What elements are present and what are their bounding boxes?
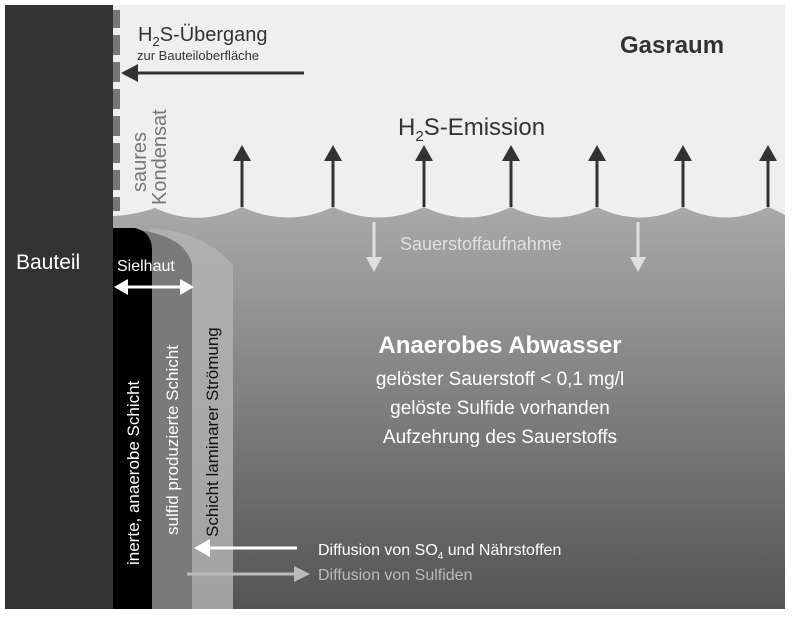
h2s-emission-label: H2S-Emission <box>398 114 545 145</box>
wastewater-line: gelöste Sulfide vorhanden <box>390 398 610 419</box>
biofilm-label: Sielhaut <box>117 258 175 275</box>
oxygen-uptake-label: Sauerstoffaufnahme <box>400 234 562 254</box>
diffusion-so4-label: Diffusion von SO4 und Nährstoffen <box>318 542 561 562</box>
up-arrow-icon <box>415 145 433 207</box>
down-arrow-icon <box>366 222 382 272</box>
oxygen-uptake-arrows <box>366 222 646 272</box>
h2s-transfer-sublabel: zur Bauteiloberfläche <box>137 48 259 63</box>
diffusion-sulfide-label: Diffusion von Sulfiden <box>318 567 472 584</box>
up-arrow-icon <box>502 145 520 207</box>
up-arrow-icon <box>759 145 777 207</box>
inert-layer-label: inerte, anaerobe Schicht <box>124 380 143 565</box>
sulfide-layer-label: sulfid produzierte Schicht <box>163 345 182 535</box>
up-arrow-icon <box>233 145 251 207</box>
condensate-label-2: Kondensat <box>149 109 171 205</box>
gas-space-label: Gasraum <box>620 32 724 59</box>
laminar-layer-label: Schicht laminarer Strömung <box>203 327 222 537</box>
emission-arrows <box>233 145 777 207</box>
biofilm-width-arrow <box>114 279 194 295</box>
up-arrow-icon <box>674 145 692 207</box>
wastewater-line: Aufzehrung des Sauerstoffs <box>383 427 617 448</box>
up-arrow-icon <box>588 145 606 207</box>
wastewater-title: Anaerobes Abwasser <box>378 332 621 359</box>
inert-anaerobic-layer <box>113 228 152 609</box>
wastewater-description: Anaerobes Abwasser gelöster Sauerstoff <… <box>376 332 624 448</box>
h2s-transfer-arrow <box>121 64 304 82</box>
gas-space-region <box>113 5 785 218</box>
bauteil-label: Bauteil <box>16 251 80 274</box>
acid-condensate-dashes <box>113 10 120 211</box>
condensate-label-1: saures <box>129 132 151 192</box>
wastewater-line: gelöster Sauerstoff < 0,1 mg/l <box>376 369 624 390</box>
down-arrow-icon <box>630 222 646 272</box>
h2s-transfer-label: H2S-Übergang <box>138 24 268 49</box>
diffusion-so4-arrow <box>194 539 297 557</box>
structure-wall <box>5 5 113 609</box>
diffusion-sulfide-arrow <box>187 566 310 582</box>
up-arrow-icon <box>324 145 342 207</box>
